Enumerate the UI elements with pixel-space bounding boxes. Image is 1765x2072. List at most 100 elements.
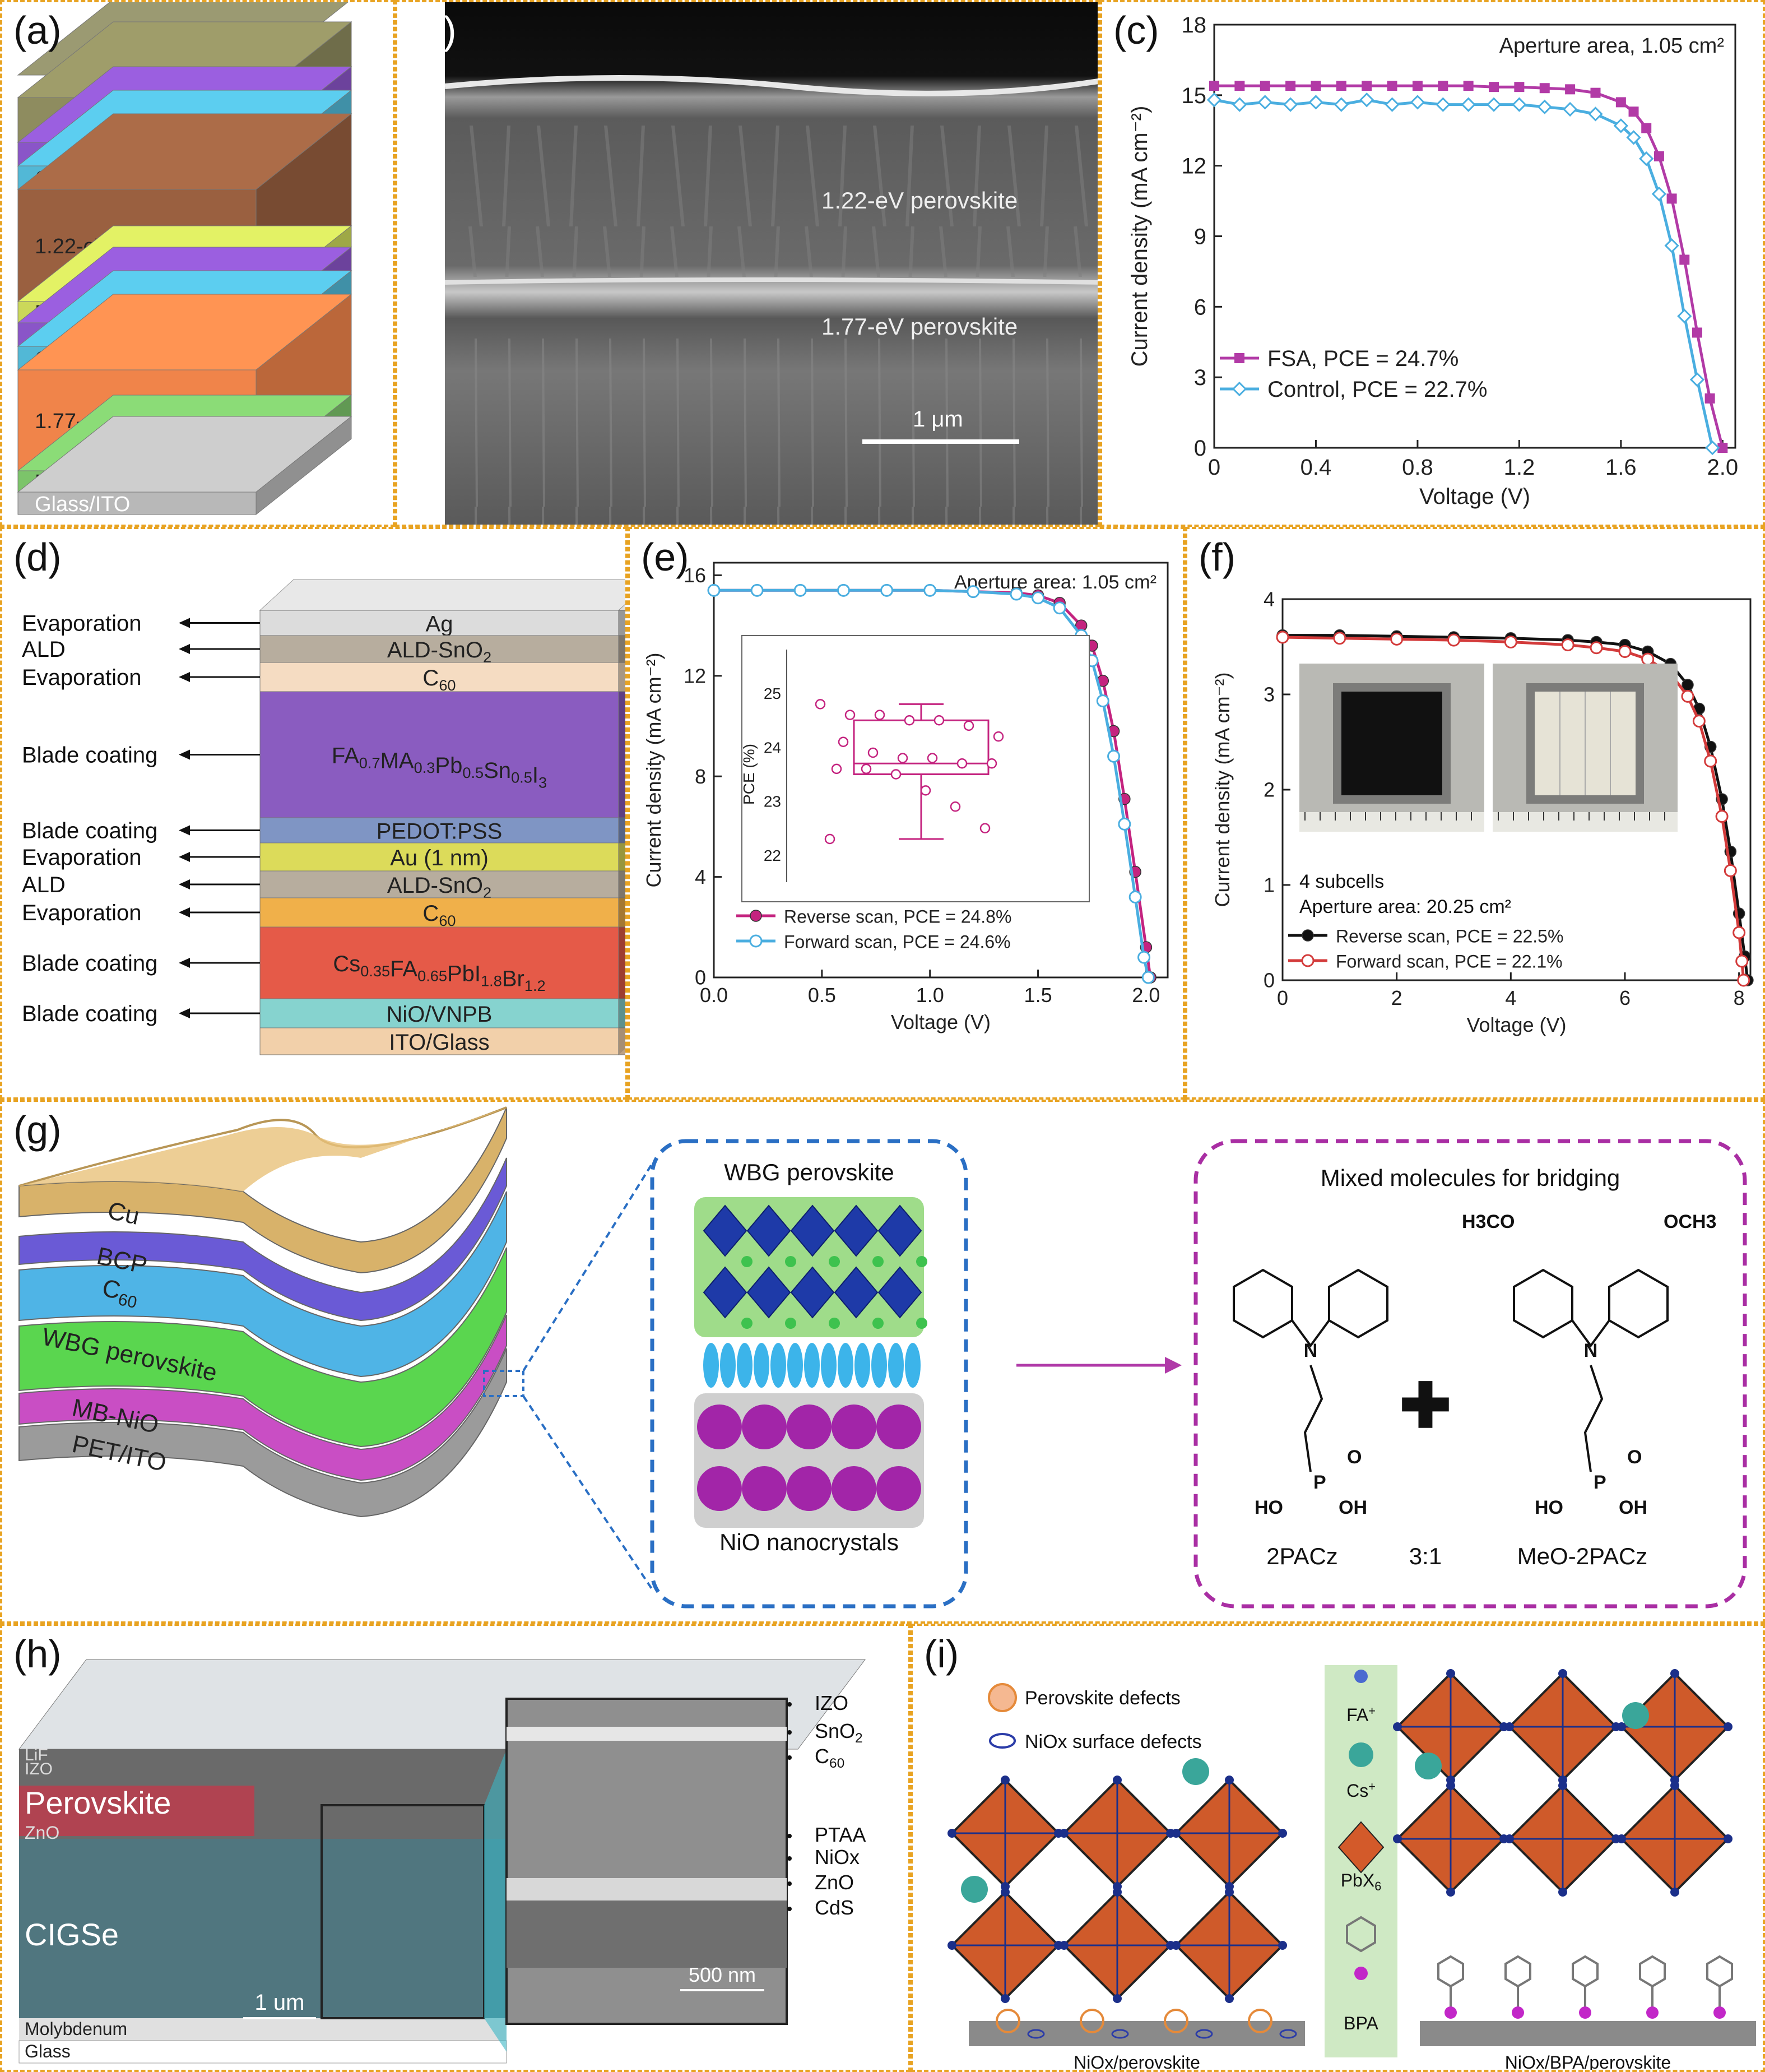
d-layer-6 — [259, 870, 619, 898]
i-right-node-0-1-3 — [1505, 1722, 1514, 1731]
i-right-bpa-p-0 — [1444, 2006, 1457, 2019]
i-key-label-3: BPA — [1344, 2013, 1378, 2033]
svg-f-xtick-label-3: 6 — [1619, 986, 1631, 1009]
svg-f-xtick-label-4: 8 — [1734, 986, 1745, 1009]
svg-c-series-0-point-3 — [1285, 81, 1296, 91]
e-inset-point-14 — [861, 763, 872, 775]
svg-e-series-1-point-13 — [1107, 749, 1121, 763]
i-left-defect-2 — [1164, 2009, 1188, 2033]
svg-c-series-0-point-6 — [1362, 81, 1372, 91]
i-left-node-1-0-3 — [947, 1941, 956, 1950]
svg-c-series-1-point-1 — [1232, 97, 1247, 112]
svg-e-xtick-label-3: 1.5 — [1024, 984, 1052, 1007]
h-glass-band — [18, 2040, 507, 2064]
svg-c-ytick-label-2: 6 — [1194, 295, 1206, 319]
panel-h-diagram: LiFIZOPerovskiteZnOCIGSeMolybdenumGlass1… — [18, 1659, 866, 2064]
svg-c-xtick-label-1: 0.4 — [1300, 455, 1332, 480]
e-inset-point-1 — [844, 710, 856, 720]
svg-f-series-1-point-8 — [1641, 652, 1655, 666]
e-inset-point-18 — [979, 823, 991, 833]
svg-c-legend-label-1: Control, PCE = 22.7% — [1267, 377, 1487, 402]
h-left-layer-label-4: CIGSe — [25, 1917, 119, 1952]
svg-c-series-0-point-23 — [1704, 393, 1715, 404]
g-mol2-och3: OCH3 — [1664, 1211, 1716, 1232]
svg-e-ytick-label-2: 8 — [695, 765, 706, 788]
d-layer-label-9: NiO/VNPB — [387, 1002, 493, 1027]
svg-e-ytick-label-1: 4 — [695, 865, 706, 888]
i-key-label-2: PbX6 — [1341, 1870, 1382, 1893]
svg-c-series-1-point-10 — [1461, 97, 1476, 112]
svg-f-xtick-label-2: 4 — [1505, 986, 1516, 1009]
d-layer-2 — [259, 662, 619, 692]
g-molecule-title: Mixed molecules for bridging — [1321, 1165, 1620, 1191]
d-method-arrowhead-1 — [179, 644, 190, 654]
svg-c-series-0-point-14 — [1565, 84, 1576, 95]
e-inset-point-11 — [956, 758, 968, 769]
svg-e-series-1-point-2 — [793, 583, 807, 597]
e-inset-point-10 — [927, 753, 938, 763]
svg-c-ytick-label-5: 15 — [1182, 84, 1207, 108]
i-key-label-1: Cs+ — [1346, 1779, 1376, 1801]
i-right-bpa-p-1 — [1512, 2006, 1524, 2019]
g-mol2-h3co: H3CO — [1462, 1211, 1515, 1232]
svg-c-legend-label-0: FSA, PCE = 24.7% — [1267, 346, 1459, 371]
d-method-arrowhead-5 — [179, 852, 190, 862]
svg-f-series-1-point-3 — [1447, 633, 1460, 647]
e-inset-point-0 — [815, 699, 826, 710]
svg-c-series-1-point-7 — [1385, 97, 1400, 112]
svg-c-series-0-point-2 — [1260, 81, 1270, 91]
e-inset-point-7 — [838, 736, 849, 747]
e-inset-point-8 — [867, 747, 879, 758]
svg-f-legend-label-1: Forward scan, PCE = 22.1% — [1336, 952, 1563, 972]
i-right-substrate — [1420, 2021, 1756, 2046]
i-left-node-1-0-0 — [1001, 1888, 1010, 1897]
svg-c-series-0-point-16 — [1615, 97, 1626, 108]
i-right-node-0-2-1 — [1724, 1722, 1733, 1731]
e-inset-point-2 — [874, 710, 885, 720]
h-right-dot-0 — [787, 1702, 792, 1707]
i-right-node-0-0-0 — [1446, 1669, 1455, 1678]
i-key-bpa-icon — [1346, 1916, 1376, 1953]
i-left-node-0-1-0 — [1113, 1776, 1122, 1784]
e-inset-point-17 — [950, 801, 961, 812]
svg-f-series-1-point-6 — [1590, 641, 1603, 655]
g-mol1-pyrrole — [1291, 1319, 1330, 1348]
svg-c-xtick-label-4: 1.6 — [1605, 455, 1637, 480]
g-nio-particle-0-2 — [787, 1404, 832, 1449]
h-zoom-zno — [507, 1901, 787, 1968]
svg-e-xtick-label-2: 1.0 — [916, 984, 944, 1007]
d-layer-label-3: FA0.7MA0.3Pb0.5Sn0.5I3 — [332, 744, 547, 791]
svg-c-series-1-point-5 — [1334, 97, 1349, 112]
d-layer-0 — [259, 610, 619, 636]
g-plus-sign: ✚ — [1400, 1371, 1451, 1440]
svg-f-series-1-point-16 — [1735, 954, 1749, 968]
g-mol2-p: P — [1594, 1472, 1606, 1493]
svg-f-series-1-point-12 — [1704, 754, 1717, 768]
h-zoom-mid-band — [507, 1878, 787, 1901]
svg-e-series-1-point-14 — [1118, 817, 1131, 831]
svg-e-xlabel: Voltage (V) — [891, 1010, 991, 1033]
i-left-niox-defect-2 — [1195, 2029, 1213, 2039]
g-layer-4 — [18, 1314, 507, 1481]
d-method-label-9: Blade coating — [22, 1002, 157, 1026]
panel-b-label: (b) — [408, 8, 457, 52]
svg-c-series-0-point-20 — [1666, 193, 1677, 204]
e-inset-ytick-2: 24 — [764, 739, 781, 756]
chart-f-annotation-aperture: Aperture area: 20.25 cm² — [1299, 896, 1511, 917]
svg-f-ylabel: Current density (mA cm⁻²) — [1211, 672, 1234, 907]
i-left-caption: NiOx/perovskite — [1074, 2052, 1200, 2072]
a-layer-9 — [17, 492, 257, 515]
panel-f-label: (f) — [1199, 535, 1236, 579]
panel-d-label: (d) — [13, 535, 62, 579]
i-left-node-1-2-2 — [1225, 1994, 1234, 2003]
svg-c-series-1-point-19 — [1651, 186, 1667, 202]
svg-c-xtick-label-5: 2.0 — [1707, 455, 1739, 480]
svg-f-xlabel: Voltage (V) — [1466, 1013, 1566, 1036]
svg-e-series-1-point-15 — [1128, 890, 1142, 903]
svg-c-series-1-point-17 — [1626, 130, 1641, 145]
